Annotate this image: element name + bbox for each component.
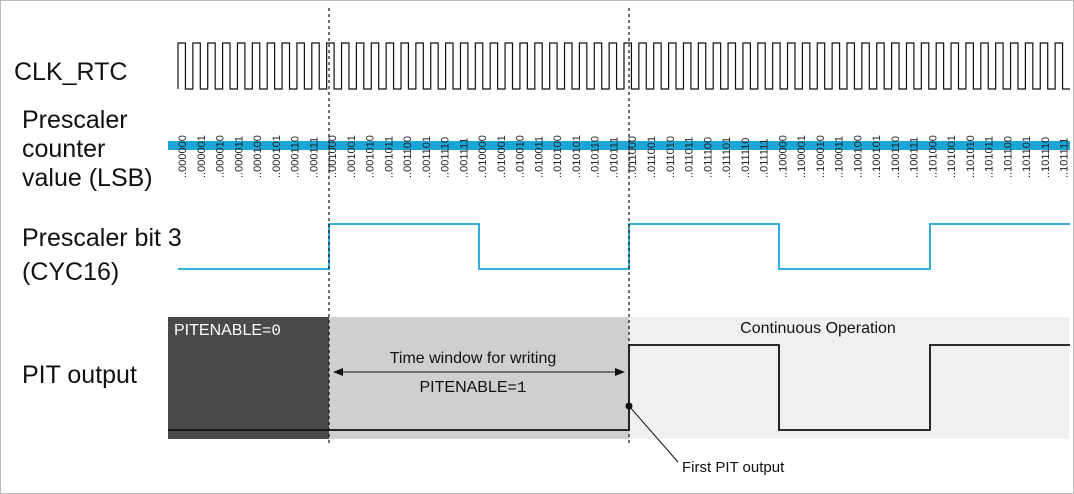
first-output-leader [628, 405, 679, 463]
counter-value-18: ..010010 [515, 135, 527, 178]
counter-label-line1: Prescaler [22, 106, 128, 134]
counter-value-26: ..011010 [665, 136, 677, 178]
counter-value-3: ..000011 [233, 136, 245, 178]
bit3-label-line2: (CYC16) [22, 258, 119, 286]
pit-output-label: PIT output [22, 361, 137, 389]
counter-value-37: ..100101 [871, 135, 883, 178]
disabled-label: PITENABLE=0 [174, 322, 281, 340]
counter-value-16: ..010000 [477, 135, 489, 178]
counter-value-13: ..001101 [421, 136, 433, 178]
counter-value-9: ..001001 [346, 135, 358, 178]
counter-value-42: ..101010 [965, 135, 977, 178]
counter-value-6: ..000110 [290, 136, 302, 178]
counter-value-5: ..000101 [271, 135, 283, 178]
continuous-label: Continuous Operation [740, 320, 896, 337]
counter-value-23: ..010111 [608, 137, 620, 178]
counter-value-7: ..000111 [308, 137, 320, 178]
counter-value-31: ..011111 [759, 138, 771, 178]
counter-value-1: ..000001 [196, 135, 208, 178]
counter-value-8: ..001000 [327, 135, 339, 178]
counter-value-14: ..001110 [440, 137, 452, 178]
counter-value-40: ..101000 [927, 135, 939, 178]
counter-value-29: ..011101 [721, 137, 733, 178]
counter-value-43: ..101011 [984, 136, 996, 178]
counter-label-line2: counter [22, 135, 105, 163]
counter-value-45: ..101101 [1021, 136, 1033, 178]
counter-value-21: ..010101 [571, 135, 583, 178]
counter-value-46: ..101110 [1040, 137, 1052, 178]
counter-value-19: ..010011 [533, 136, 545, 178]
counter-value-38: ..100110 [890, 136, 902, 178]
counter-value-39: ..100111 [909, 137, 921, 178]
counter-value-32: ..100000 [777, 135, 789, 178]
counter-value-25: ..011001 [646, 136, 658, 178]
clk-rtc-waveform [177, 42, 1070, 90]
clk-label: CLK_RTC [14, 58, 127, 86]
bit3-label-line1: Prescaler bit 3 [22, 224, 182, 252]
counter-highlight-band [168, 141, 1070, 150]
counter-value-41: ..101001 [946, 135, 958, 178]
arrow-right-head [615, 368, 625, 376]
pit-output-waveform [168, 344, 1070, 431]
counter-value-4: ..000100 [252, 135, 264, 178]
counter-value-10: ..001010 [365, 135, 377, 178]
counter-value-44: ..101100 [1002, 136, 1014, 178]
continuous-region [629, 317, 1069, 439]
counter-value-2: ..000010 [215, 135, 227, 178]
counter-value-28: ..011100 [702, 137, 714, 178]
arrow-left-head [333, 368, 343, 376]
counter-value-47: ..101111 [1059, 138, 1071, 178]
disabled-region [168, 317, 329, 439]
counter-values: ..000000 ..000001 ..000010 ..000011 ..000100… [177, 135, 1071, 178]
counter-value-17: ..010001 [496, 135, 508, 178]
counter-value-30: ..011110 [740, 138, 752, 178]
first-pit-label: First PIT output [682, 459, 785, 476]
counter-value-15: ..001111 [458, 138, 470, 178]
counter-value-35: ..100011 [834, 136, 846, 178]
counter-value-24: ..011000 [627, 136, 639, 178]
counter-value-12: ..001100 [402, 136, 414, 178]
counter-value-33: ..100001 [796, 135, 808, 178]
window-label-line1: Time window for writing [390, 350, 557, 367]
counter-value-0: ..000000 [177, 135, 189, 178]
counter-label-line3: value (LSB) [22, 164, 153, 192]
counter-value-20: ..010100 [552, 135, 564, 178]
write-window-region [329, 317, 629, 439]
counter-value-27: ..011011 [684, 137, 696, 178]
counter-value-11: ..001011 [383, 136, 395, 178]
counter-value-22: ..010110 [590, 136, 602, 178]
counter-value-34: ..100010 [815, 135, 827, 178]
prescaler-bit3-waveform [178, 223, 1070, 270]
counter-value-36: ..100100 [852, 135, 864, 178]
window-label-line2: PITENABLE=1 [420, 379, 527, 397]
